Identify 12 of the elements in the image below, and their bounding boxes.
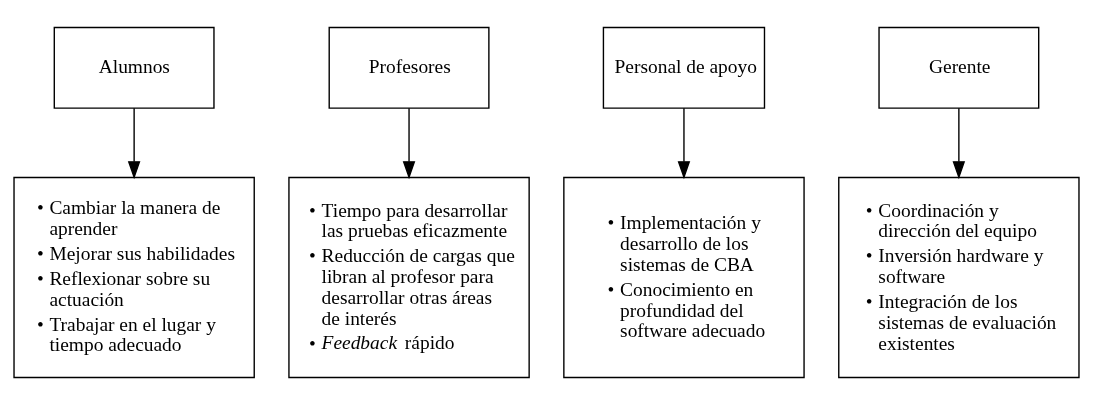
node-box: • Cambiar la manera de aprender • Mejorar sus habilidades • Reflexionar sobre su actuación • Trabajar en el lugar y tiempo adecuado <box>13 176 255 379</box>
node-box: Alumnos <box>53 26 215 109</box>
node-box: • Implementación y desarrollo de los sistemas de CBA • Conocimiento en profundidad del software adecuado <box>563 176 805 379</box>
node-box: • Coordinación y dirección del equipo • Inversión hardware y software • Integración de los sistemas de evaluación existentes <box>838 176 1080 379</box>
node-box: Personal de apoyo <box>602 26 766 109</box>
node-box: Profesores <box>328 26 490 109</box>
node-box: • Tiempo para desarrollar las pruebas eficazmente • Reducción de cargas que libran al profesor para desarrollar otras áreas de interés • Feedback rápido <box>288 176 530 379</box>
arrow <box>127 107 141 180</box>
arrow <box>402 107 416 180</box>
arrow <box>677 107 691 180</box>
arrow <box>952 107 966 180</box>
node-box: Gerente <box>878 26 1040 109</box>
